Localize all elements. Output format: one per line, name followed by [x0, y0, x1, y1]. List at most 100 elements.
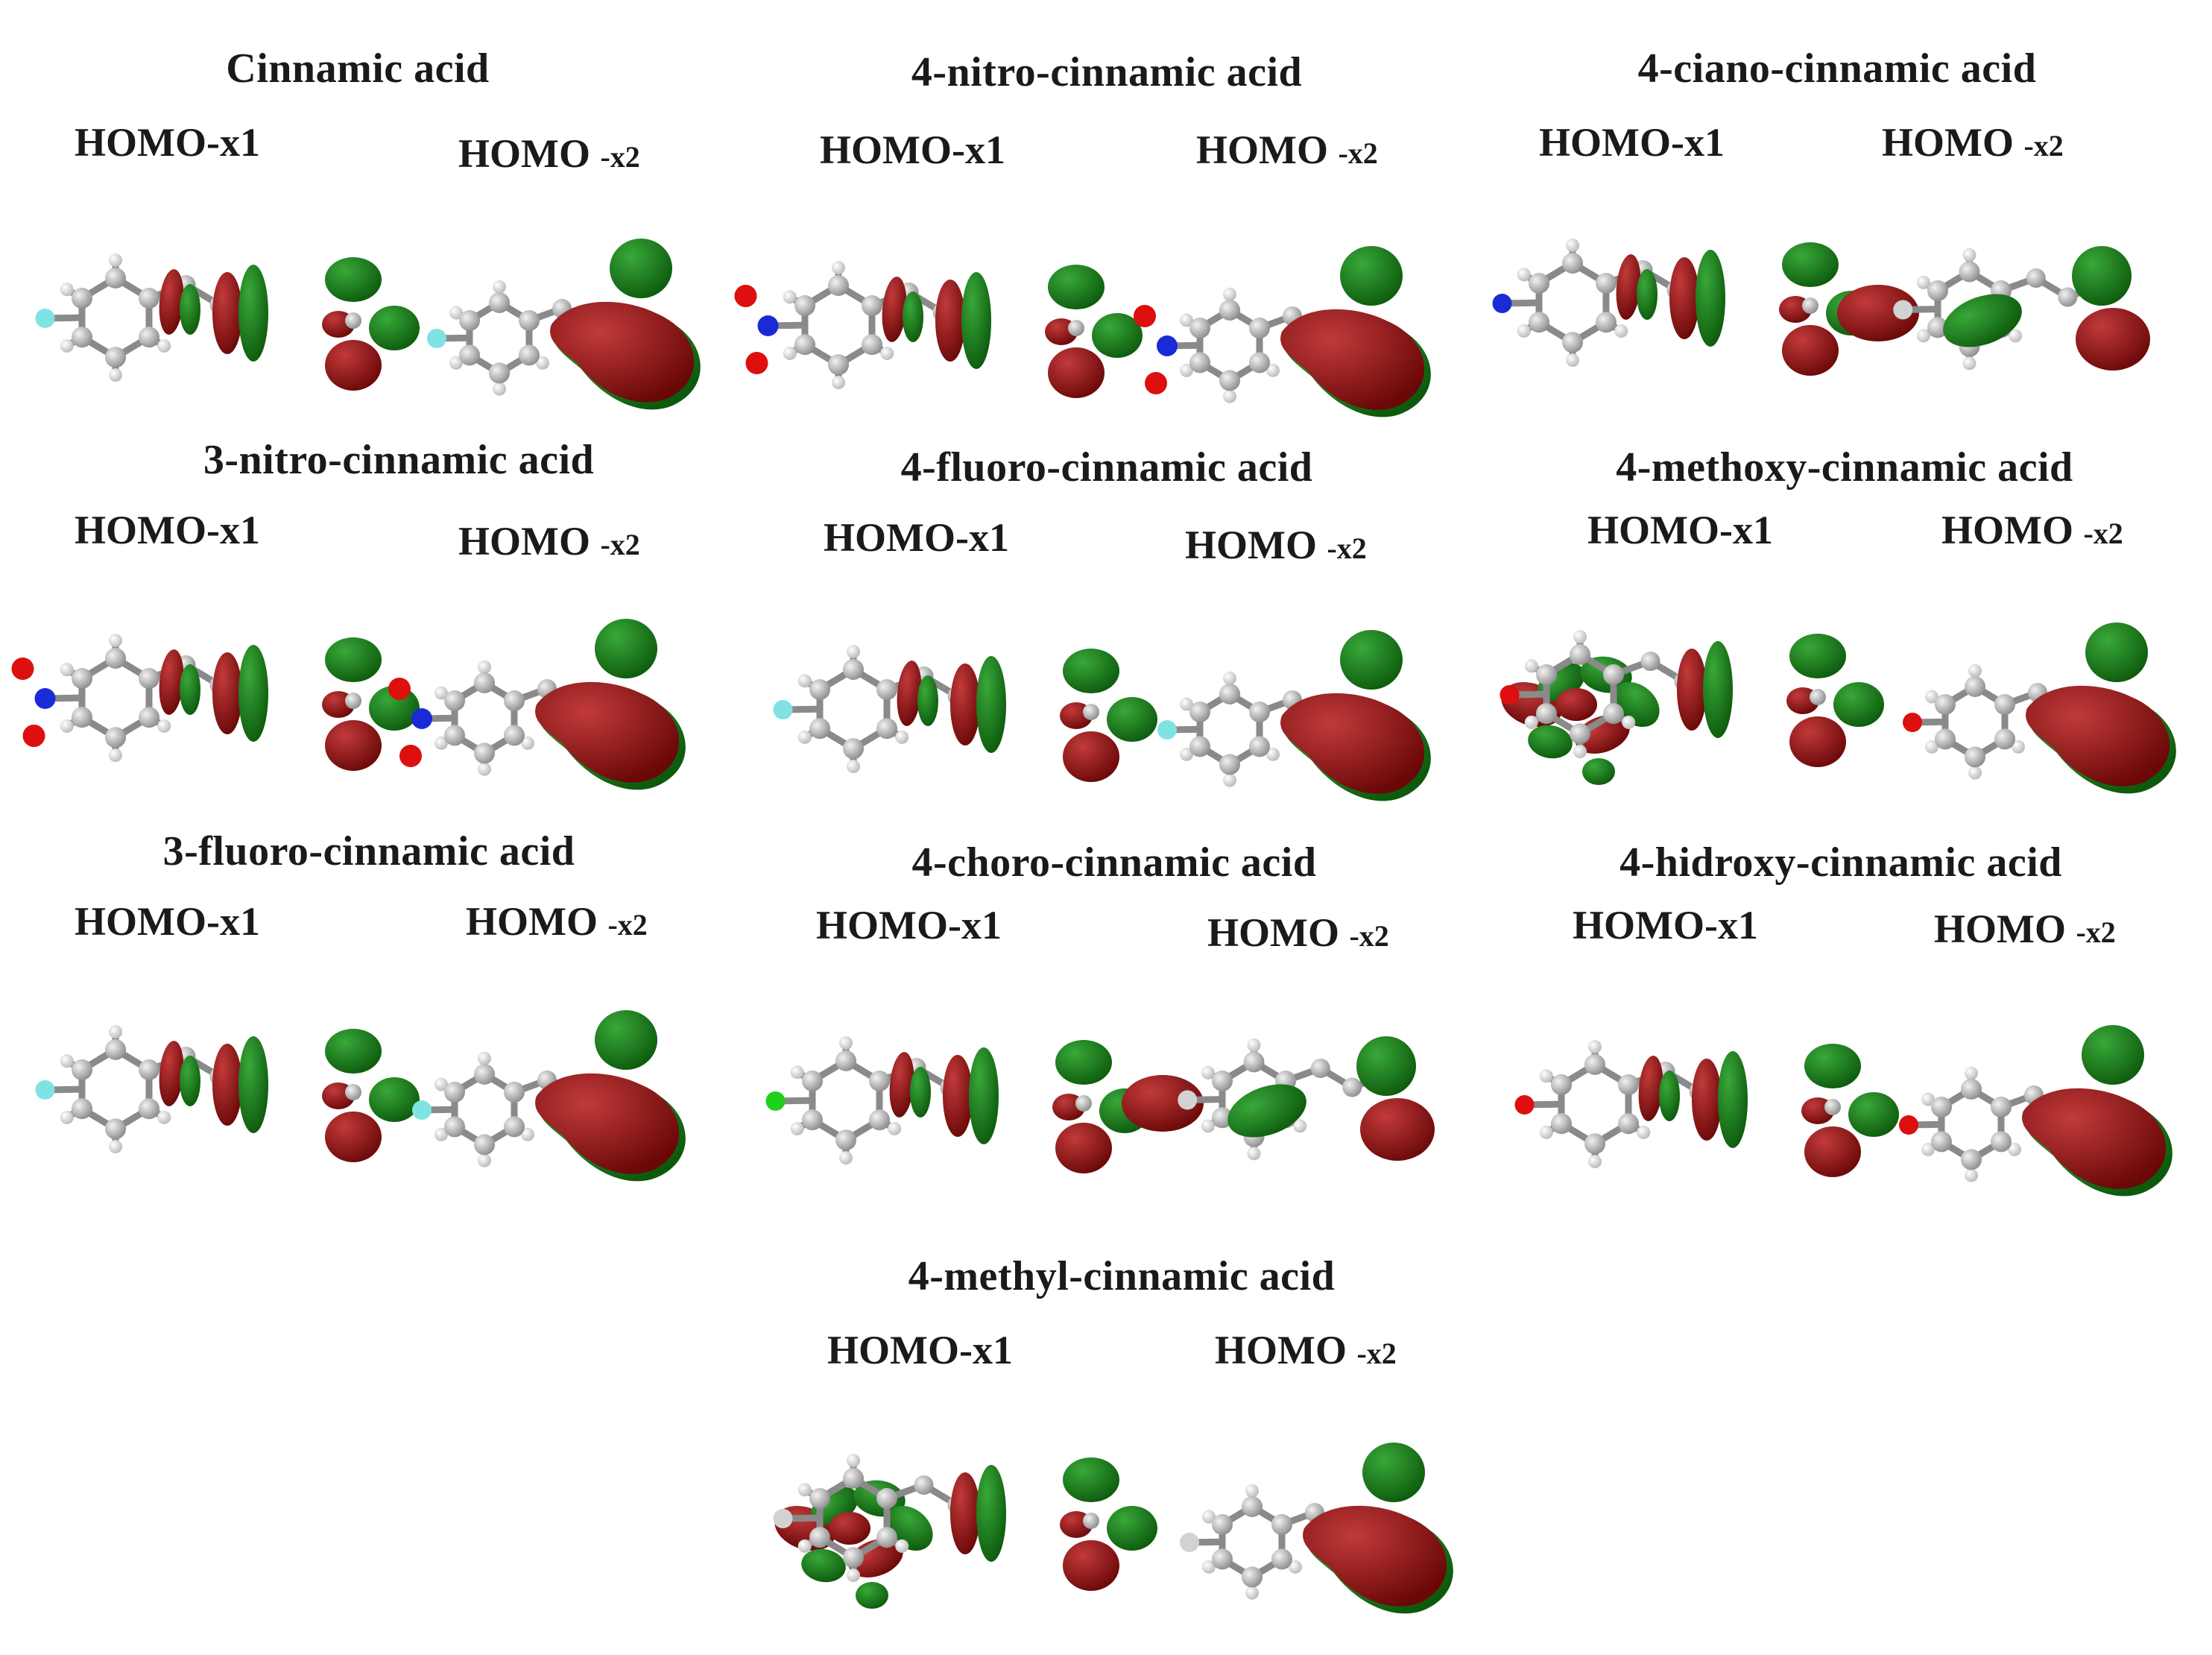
fluorine-atom: [35, 309, 55, 328]
orbital-a: [753, 1416, 1157, 1640]
hydrogen-atom: [1223, 287, 1236, 301]
orbital-svg: [1899, 1025, 2172, 1197]
carbon-atom: [1249, 736, 1270, 757]
hydrogen-atom: [847, 1454, 860, 1468]
carbon-atom: [1994, 694, 2015, 715]
red-lobe: [882, 277, 907, 342]
carbon-atom: [105, 1118, 126, 1140]
red-lobe: [1692, 1059, 1722, 1141]
carbon-atom: [1994, 728, 2015, 750]
red-lobe: [1063, 1540, 1119, 1591]
carbon-atom: [72, 1098, 92, 1120]
carbon-atom: [519, 344, 540, 366]
red-lobe: [1280, 693, 1425, 794]
red-lobe: [535, 681, 680, 783]
hydrogen-atom: [1517, 268, 1531, 282]
carbon-atom: [504, 690, 525, 711]
carbon-atom: [1931, 1131, 1952, 1153]
green-lobe: [856, 1582, 888, 1609]
oxygen-atom: [1145, 372, 1167, 394]
hydrogen-atom: [1289, 1560, 1302, 1574]
carbon-atom: [1562, 332, 1583, 353]
green-lobe: [1943, 294, 2022, 347]
orbital-b: [1118, 224, 1461, 447]
orbital-svg: [1903, 622, 2176, 794]
panel-title: 4-choro-cinnamic acid: [911, 839, 1317, 886]
orbital-svg: [35, 1025, 420, 1162]
carbon-atom: [1529, 273, 1549, 294]
panel-5: 4-methoxy-cinnamic acid HOMO-x1 HOMO -x2: [1476, 444, 2212, 846]
carbon-atom: [1310, 1059, 1330, 1078]
orbital-svg: [1180, 1443, 1453, 1614]
carbon-atom: [1935, 694, 1956, 715]
hydrogen-atom: [493, 280, 506, 294]
oxygen-atom: [1134, 305, 1156, 327]
homo-x2-label: HOMO -x2: [458, 519, 640, 564]
red-lobe: [212, 652, 242, 734]
oxygen-atom: [1899, 1115, 1918, 1135]
carbon-atom: [869, 1071, 890, 1091]
carbon-atom: [1603, 664, 1624, 685]
carbon-atom: [1529, 312, 1549, 333]
orbital-a: [753, 608, 1157, 831]
orbital-svg: [388, 619, 686, 790]
hydrogen-atom: [797, 730, 812, 744]
nitrogen-atom: [757, 315, 779, 336]
hydrogen-atom: [1293, 1119, 1307, 1133]
carbon-atom: [139, 707, 159, 728]
orbital-svg: [1134, 246, 1431, 417]
hydrogen-atom: [1201, 1119, 1215, 1133]
carbon-atom: [1551, 1074, 1572, 1095]
hydrogen-atom: [1962, 248, 1976, 262]
orbital-b: [1863, 600, 2206, 824]
panel-title: 4-fluoro-cinnamic acid: [900, 444, 1313, 491]
red-lobe: [1789, 716, 1846, 767]
hydrogen-atom: [60, 1110, 74, 1124]
fluorine-atom: [427, 329, 446, 348]
red-lobe: [935, 280, 965, 362]
orbital-b: [373, 988, 715, 1211]
carbon-atom: [1570, 723, 1590, 745]
hydrogen-atom: [1180, 1533, 1199, 1552]
hydrogen-atom: [880, 346, 894, 360]
green-lobe: [801, 1548, 846, 1583]
hydrogen-atom: [493, 382, 506, 396]
hydrogen-atom: [1266, 747, 1280, 761]
red-lobe: [2076, 308, 2150, 371]
carbon-atom: [2058, 287, 2078, 307]
green-lobe: [1055, 1040, 1112, 1085]
hydrogen-atom: [847, 1569, 860, 1583]
hydrogen-atom: [895, 1539, 909, 1553]
hydrogen-atom: [1180, 363, 1193, 377]
green-lobe: [180, 1056, 200, 1106]
hydrogen-atom: [1566, 239, 1579, 253]
carbon-atom: [1249, 352, 1270, 373]
hydrogen-atom: [1247, 1147, 1261, 1161]
carbon-atom: [1212, 1107, 1233, 1129]
hydrogen-atom: [60, 1054, 74, 1068]
hydrogen-atom: [1965, 1066, 1978, 1080]
panel-1: 4-nitro-cinnamic acid HOMO-x1 HOMO -x2: [734, 48, 1476, 451]
hydrogen-atom: [1925, 690, 1938, 704]
carbon-atom: [489, 292, 510, 313]
carbon-atom: [474, 1064, 495, 1085]
panel-3: 3-nitro-cinnamic acid HOMO-x1 HOMO -x2: [0, 436, 738, 839]
red-lobe: [212, 272, 242, 354]
carbon-atom: [1965, 676, 1985, 697]
panel-9: 4-methyl-cinnamic acid HOMO-x1 HOMO -x2: [753, 1252, 1491, 1655]
red-lobe: [950, 1472, 980, 1554]
homo-x1-label: HOMO-x1: [1587, 508, 1773, 552]
green-lobe: [238, 1036, 268, 1133]
homo-x1-label: HOMO-x1: [75, 508, 260, 552]
carbon-atom: [843, 738, 864, 760]
green-lobe: [1107, 1506, 1157, 1551]
orbital-b: [388, 216, 730, 440]
red-lobe: [212, 1044, 242, 1126]
orbital-b: [1833, 201, 2176, 425]
orbital-a: [1472, 201, 1877, 425]
hydrogen-atom: [449, 306, 463, 320]
carbon-atom: [828, 275, 849, 296]
homo-x2-label: HOMO -x2: [1941, 508, 2123, 552]
panel-7: 4-choro-cinnamic acid HOMO-x1 HOMO -x2: [745, 839, 1483, 1241]
carbon-atom: [876, 1527, 897, 1548]
